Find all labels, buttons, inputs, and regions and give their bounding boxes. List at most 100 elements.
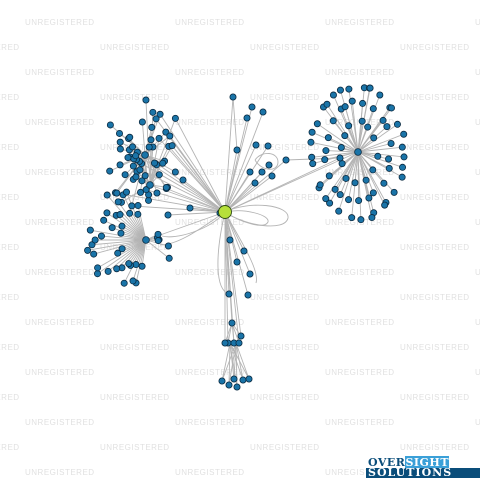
network-node [90,250,98,258]
edge-leftbot-cluster [87,239,147,251]
network-node [355,197,363,205]
hub-node [142,236,150,244]
network-node [239,376,247,384]
network-node [225,381,233,389]
network-node [108,224,116,232]
edge-lefttop-cluster [120,148,146,156]
edge-right-cluster [357,123,398,153]
edge-right-cluster [357,120,384,153]
network-node [268,172,276,180]
network-node [383,123,391,131]
network-node [100,216,108,224]
network-node [171,114,179,122]
edge-center-leftmid [182,179,226,213]
edge-top-cluster [224,144,257,213]
edge-lefttop-cluster [166,188,226,213]
network-node [252,141,260,149]
hub-node [354,148,362,156]
network-node [362,176,370,184]
edge-stem [224,211,245,252]
network-node [337,144,345,152]
network-node [114,249,122,257]
network-node [104,267,112,275]
network-node [88,241,96,249]
edge-bottom-cluster [229,342,235,380]
edge-bottom-cluster [228,342,231,386]
network-node [336,154,344,162]
network-node [145,196,153,204]
edge-leftbot-cluster [101,235,147,241]
network-node [329,117,337,125]
network-node [265,161,273,169]
network-node [125,260,133,268]
network-node [348,97,356,105]
edge-lefttop-cluster [171,145,226,213]
edge-leftbot-cluster [135,239,147,284]
network-node [113,189,121,197]
network-node [307,138,315,146]
network-node [138,177,146,185]
edge-bottom-cluster [229,342,250,380]
network-node [259,108,267,116]
network-node [341,103,349,111]
network-node [228,319,236,327]
edge-leftbot-cluster [145,239,170,259]
network-node [179,176,187,184]
network-node [129,162,137,170]
edge-top-cluster [224,182,256,213]
edge-stem [224,211,229,344]
network-node [322,195,330,203]
edge-right-cluster [357,151,403,168]
network-node [368,214,376,222]
network-node [237,332,245,340]
network-node [145,143,153,151]
network-node [118,222,126,230]
edge-leftbot-cluster [112,227,147,241]
edge-bottom-cluster [229,342,244,381]
network-node [348,214,356,222]
edge-right-cluster [311,151,359,158]
network-node [122,188,130,196]
network-node [370,134,378,142]
network-node [374,152,382,160]
network-node [313,120,321,128]
edge-leftbot-cluster [91,239,147,246]
edge-right-cluster [357,151,360,201]
network-node [380,179,388,187]
network-node [393,120,401,128]
network-node [230,375,238,383]
network-node [357,216,365,224]
edge-leftbot-cluster [117,201,147,241]
network-node [399,163,407,171]
network-node [97,232,105,240]
network-node [129,277,137,285]
network-node [246,270,254,278]
edge-right-cluster [357,151,367,181]
network-node [149,108,157,116]
network-node [385,164,393,172]
network-node [381,201,389,209]
network-node [244,291,252,299]
edge-stem [224,211,242,337]
network-node [369,189,377,197]
edge-lefttop-cluster [133,165,226,213]
edge-curve [224,211,257,284]
edge-leftbot-cluster [119,214,147,241]
edge-layer [87,87,405,388]
edge-right-cluster [334,151,359,190]
node-layer [84,84,408,391]
edge-lefttop-cluster [131,205,226,213]
network-node [390,188,398,196]
edge-leftbot-cluster [122,194,147,241]
edge-stem [224,322,233,344]
edge-lefttop-cluster [145,99,151,186]
edge-right-cluster [357,121,363,153]
edge-right-cluster [326,104,359,153]
network-node [148,123,156,131]
network-node [258,168,266,176]
focal-entity-node [218,205,232,219]
network-node [113,265,121,273]
edge-top-cluster [224,171,263,213]
network-node [137,188,145,196]
